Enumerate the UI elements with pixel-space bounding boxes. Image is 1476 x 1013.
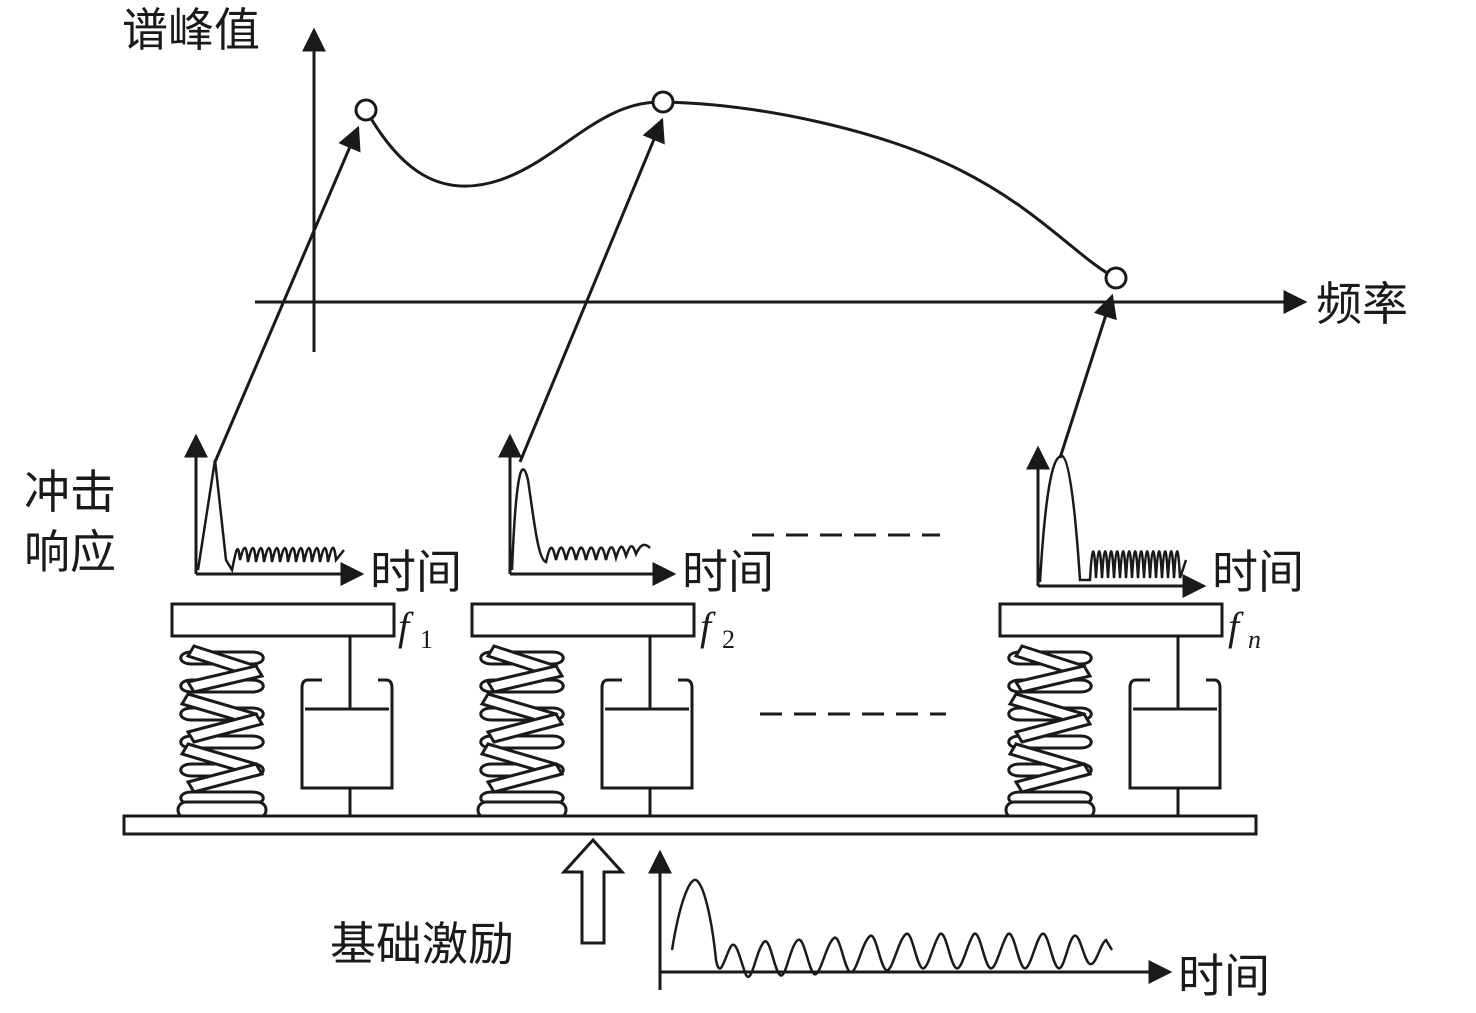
frequency-axis-label: 频率	[1316, 277, 1408, 331]
base-excitation-label: 基础激励	[330, 917, 514, 971]
time-label: 时间	[682, 545, 774, 599]
oscillator-2	[470, 602, 696, 820]
spectrum-axis-label: 谱峰值	[122, 3, 260, 57]
shock-response-label-line1: 冲击	[24, 465, 116, 519]
response-plot-2: 时间	[498, 433, 774, 599]
peak-mapping-arrow	[213, 125, 361, 463]
spectrum-peak-marker	[1104, 266, 1128, 290]
shock-response-label-line2: 响应	[24, 525, 116, 579]
peak-mapping-arrow	[1058, 293, 1117, 459]
spectrum-curve	[364, 100, 1117, 280]
oscillator-frequency-subscript: 1	[420, 625, 433, 654]
base-excitation-plot: 时间	[648, 849, 1270, 1003]
peak-mapping-arrow	[518, 117, 665, 463]
oscillator-frequency-symbol: f	[700, 604, 716, 649]
oscillator-1	[170, 602, 396, 820]
time-label: 时间	[1178, 949, 1270, 1003]
response-plot-1: 时间	[184, 433, 462, 599]
response-plot-n: 时间	[1026, 445, 1304, 599]
oscillator-n	[998, 602, 1224, 820]
excitation-up-arrow	[560, 837, 626, 945]
base-plate	[122, 814, 1258, 836]
oscillator-frequency-symbol: f	[1228, 604, 1244, 649]
oscillator-frequency-subscript: 2	[722, 625, 735, 654]
oscillator-frequency-symbol: f	[398, 604, 414, 649]
time-label: 时间	[1212, 545, 1304, 599]
spectrum-peak-marker	[354, 98, 378, 122]
time-label: 时间	[370, 545, 462, 599]
spectrum-peak-marker	[651, 90, 675, 114]
oscillator-frequency-subscript: n	[1248, 625, 1261, 654]
